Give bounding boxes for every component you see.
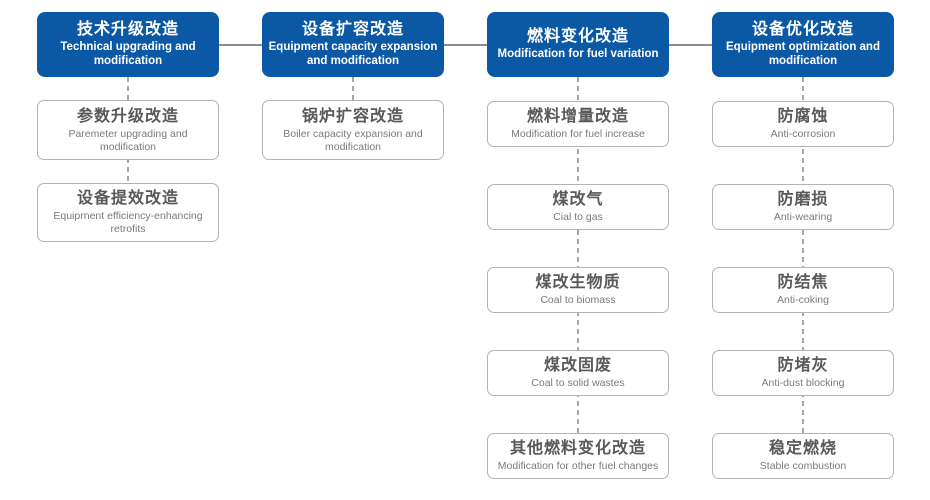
header-title-en: Equipment capacity expansion and modific… [268,41,438,67]
node-other-fuel-changes: 其他燃料变化改造 Modification for other fuel cha… [487,433,669,479]
node-title-cn: 燃料增量改造 [526,108,629,126]
node-title-cn: 稳定燃烧 [768,440,837,458]
node-fuel-increase: 燃料增量改造 Modification for fuel increase [487,101,669,147]
node-parameter-upgrading: 参数升级改造 Paremeter upgrading and modificat… [37,100,219,160]
header-connector-line [128,44,803,46]
node-title-cn: 防腐蚀 [777,108,829,126]
node-stable-combustion: 稳定燃烧 Stable combustion [712,433,894,479]
header-title-cn: 设备优化改造 [751,21,854,39]
node-title-en: Paremeter upgrading and modification [68,127,188,153]
node-anti-wearing: 防磨损 Anti-wearing [712,184,894,230]
node-anti-corrosion: 防腐蚀 Anti-corrosion [712,101,894,147]
dashed-connector [802,77,804,439]
header-title-en: Technical upgrading and modification [60,41,196,67]
category-header-capacity-expansion: 设备扩容改造 Equipment capacity expansion and … [262,12,444,77]
node-title-cn: 其他燃料变化改造 [509,440,646,458]
node-title-en: Anti-corrosion [770,128,836,141]
node-anti-coking: 防结焦 Anti-coking [712,267,894,313]
node-coal-to-solid-wastes: 煤改固废 Coal to solid wastes [487,350,669,396]
node-title-cn: 防结焦 [777,274,829,292]
node-title-cn: 防磨损 [777,191,829,209]
node-title-en: Anti-coking [777,294,829,307]
header-title-cn: 技术升级改造 [76,21,179,39]
node-title-en: Coal to solid wastes [531,377,625,390]
node-title-cn: 锅炉扩容改造 [301,107,404,125]
node-title-en: Anti-dust blocking [761,377,845,390]
header-title-cn: 设备扩容改造 [301,21,404,39]
node-title-cn: 参数升级改造 [76,107,179,125]
node-equipment-efficiency: 设备提效改造 Equiprnent efficiency-enhancing r… [37,183,219,242]
header-title-cn: 燃料变化改造 [526,28,629,46]
category-header-equipment-optimization: 设备优化改造 Equipment optimization and modifi… [712,12,894,77]
node-title-en: Modification for fuel increase [511,128,645,141]
header-title-en: Modification for fuel variation [497,48,659,61]
node-title-cn: 煤改气 [552,191,604,209]
column-fuel-variation: 燃料变化改造 Modification for fuel variation 燃… [487,0,669,500]
node-title-en: Boiler capacity expansion and modificati… [283,127,423,153]
node-title-en: Stable combustion [759,460,847,473]
column-equipment-optimization: 设备优化改造 Equipment optimization and modifi… [712,0,894,500]
column-capacity-expansion: 设备扩容改造 Equipment capacity expansion and … [262,0,444,500]
dashed-connector [352,77,354,106]
node-title-cn: 防堵灰 [777,357,829,375]
node-title-en: Modification for other fuel changes [497,460,659,473]
node-anti-dust-blocking: 防堵灰 Anti-dust blocking [712,350,894,396]
column-technical-upgrading: 技术升级改造 Technical upgrading and modificat… [37,0,219,500]
node-title-en: Equiprnent efficiency-enhancing retrofit… [53,210,203,235]
node-title-en: Anti-wearing [773,211,833,224]
node-title-cn: 煤改固废 [543,357,612,375]
node-title-en: Cial to gas [553,211,603,224]
category-header-fuel-variation: 燃料变化改造 Modification for fuel variation [487,12,669,77]
node-title-cn: 设备提效改造 [76,190,179,208]
node-coal-to-gas: 煤改气 Cial to gas [487,184,669,230]
header-title-en: Equipment optimization and modification [726,41,880,67]
category-header-technical-upgrading: 技术升级改造 Technical upgrading and modificat… [37,12,219,77]
node-title-en: Coal to biomass [540,294,616,307]
node-title-cn: 煤改生物质 [535,274,621,292]
node-coal-to-biomass: 煤改生物质 Coal to biomass [487,267,669,313]
node-boiler-capacity: 锅炉扩容改造 Boiler capacity expansion and mod… [262,100,444,160]
dashed-connector [577,77,579,439]
